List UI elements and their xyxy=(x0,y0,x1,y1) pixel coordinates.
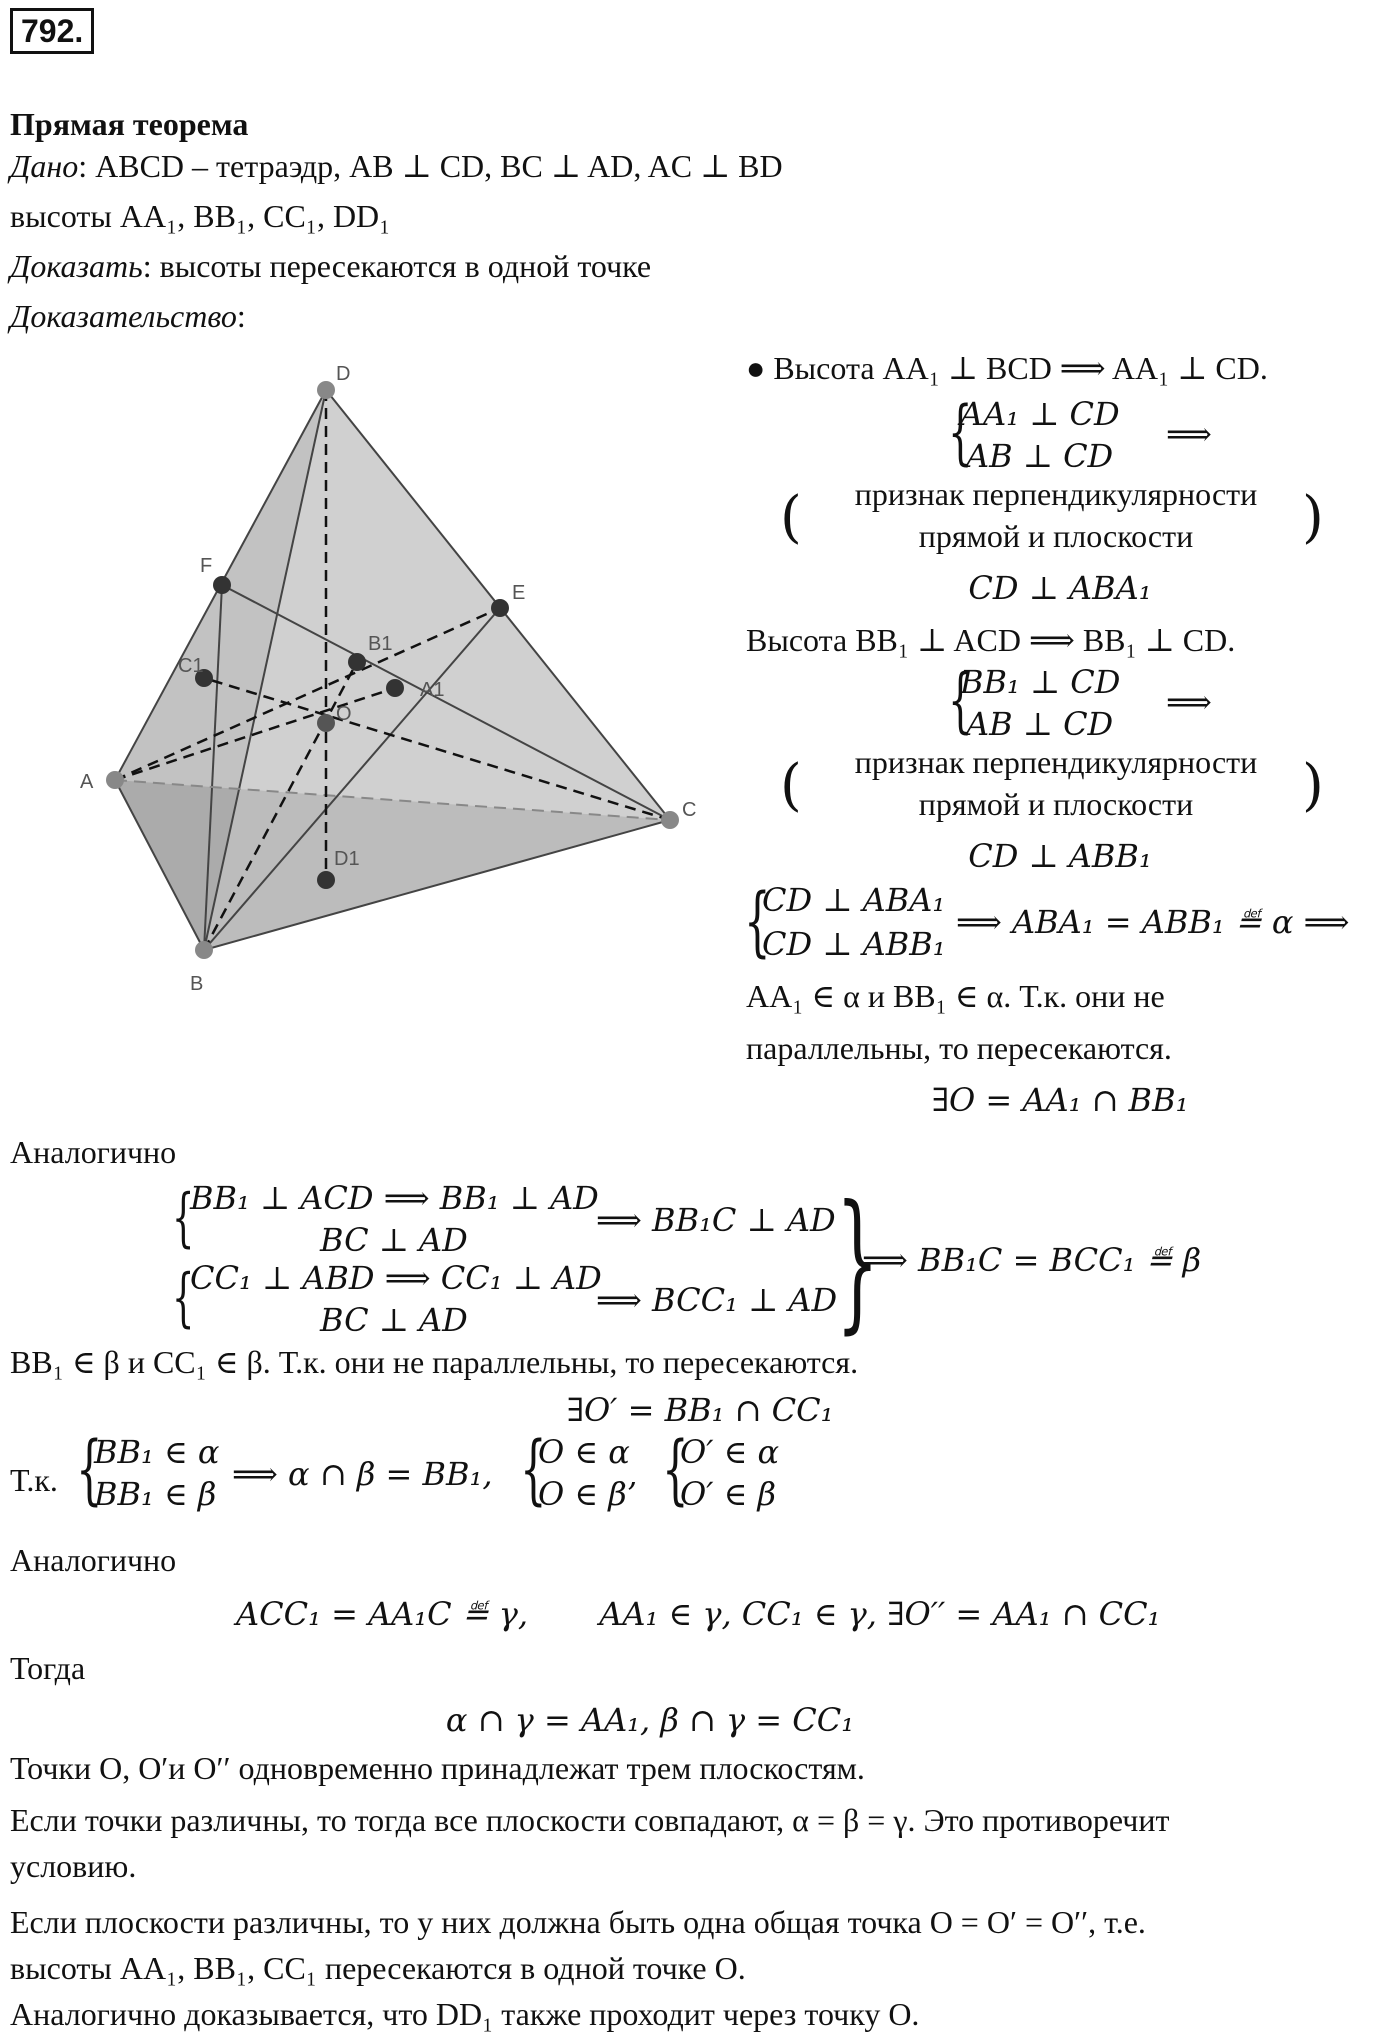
res2: CD ⊥ ABB₁ xyxy=(968,837,1152,875)
points xyxy=(106,381,679,959)
sys2a: BB₁ ⊥ CD xyxy=(960,663,1121,701)
paren-left-2: ( xyxy=(780,753,802,818)
given-line: Дано: ABCD – тетраэдр, AB ⊥ CD, BC ⊥ AD,… xyxy=(10,148,783,184)
prove-text: высоты пересекаются в одной точке xyxy=(159,248,652,284)
heading: Прямая теорема xyxy=(10,106,249,142)
similarly-1: Аналогично xyxy=(10,1134,177,1170)
face-bcd xyxy=(204,390,670,950)
heights-line: высоты AA₁, BB₁, CC₁, DD₁ xyxy=(10,198,391,234)
pr-l2: Высота BB₁ ⊥ ACD ⟹ BB₁ ⊥ CD. xyxy=(746,622,1236,658)
bl-l7: ∃O′ = BB₁ ∩ CC₁ xyxy=(566,1391,834,1429)
paren-right-1: ) xyxy=(1302,485,1324,550)
t1b: BB₁ ∈ β xyxy=(94,1475,217,1513)
label-c: C xyxy=(682,799,696,821)
crit2-a: признак перпендикулярности xyxy=(854,744,1258,780)
t1c: ⟹ α ∩ β = BB₁, xyxy=(232,1455,493,1493)
problem-number: 792. xyxy=(10,8,95,54)
label-a1: A1 xyxy=(420,679,444,701)
sys2b: AB ⊥ CD xyxy=(966,705,1114,743)
similarly-2: Аналогично xyxy=(10,1542,177,1578)
crit2-b: прямой и плоскости xyxy=(918,786,1194,822)
s3: ⟹ BB₁C = BCC₁ ≝ β xyxy=(862,1241,1202,1279)
s2a: CC₁ ⊥ ABD ⟹ CC₁ ⊥ AD xyxy=(190,1259,602,1297)
label-d: D xyxy=(336,363,350,385)
pr-l3: AA₁ ∈ α и BB₁ ∈ α. Т.к. они не xyxy=(746,978,1165,1014)
sys3b: CD ⊥ ABB₁ xyxy=(762,925,946,963)
point-labels: D F E B1 C1 O A1 A C D1 B xyxy=(80,363,696,990)
label-b1: B1 xyxy=(368,633,392,655)
paren-left-1: ( xyxy=(780,485,802,550)
prove-label: Доказать xyxy=(10,248,143,284)
s1a: BB₁ ⊥ ACD ⟹ BB₁ ⊥ AD xyxy=(190,1179,599,1217)
s1c: ⟹ BB₁C ⊥ AD xyxy=(596,1201,836,1239)
res1: CD ⊥ ABA₁ xyxy=(968,569,1152,607)
brace-t2: { xyxy=(520,1424,547,1513)
pr-l1: ● Высота AA₁ ⊥ BCD ⟹ AA₁ ⊥ CD. xyxy=(746,350,1268,386)
label-e: E xyxy=(512,582,525,604)
bl-l13: Если плоскости различны, то у них должна… xyxy=(10,1904,1146,1940)
label-c1: C1 xyxy=(178,655,204,677)
brace-t1: { xyxy=(76,1424,103,1513)
pr-l5: ∃O = AA₁ ∩ BB₁ xyxy=(931,1081,1189,1119)
then-label: Тогда xyxy=(10,1650,86,1686)
sys1a: AA₁ ⊥ CD xyxy=(960,395,1120,433)
bl-l10: Точки O, O′и O′′ одновременно принадлежа… xyxy=(10,1750,865,1786)
t1a: BB₁ ∈ α xyxy=(94,1433,220,1471)
edge-ac-hidden xyxy=(114,779,671,821)
s2b: BC ⊥ AD xyxy=(320,1301,468,1339)
prove-line: Доказать: высоты пересекаются в одной то… xyxy=(10,248,652,284)
heights xyxy=(114,390,671,951)
sys3c: ⟹ ABA₁ = ABB₁ ≝ α ⟹ xyxy=(956,903,1350,941)
given-label: Дано xyxy=(10,148,79,184)
brace-sys1: { xyxy=(948,391,973,473)
pr-l4: параллельны, то пересекаются. xyxy=(746,1030,1172,1066)
s2c: ⟹ BCC₁ ⊥ AD xyxy=(596,1281,838,1319)
brace-sys3: { xyxy=(744,876,771,965)
t2b: O ∈ β’ xyxy=(538,1475,637,1513)
label-o: O xyxy=(336,703,352,725)
sys1b: AB ⊥ CD xyxy=(966,437,1114,475)
bl-l9: α ∩ γ = AA₁, β ∩ γ = CC₁ xyxy=(445,1701,855,1739)
label-b: B xyxy=(190,973,203,990)
sys3a: CD ⊥ ABA₁ xyxy=(762,881,946,919)
proof-label: Доказательство xyxy=(10,298,237,334)
bl-l6: BB₁ ∈ β и CC₁ ∈ β. Т.к. они не параллель… xyxy=(10,1344,859,1380)
paren-right-2: ) xyxy=(1302,753,1324,818)
crit1-a: признак перпендикулярности xyxy=(854,476,1258,512)
label-f: F xyxy=(200,555,212,577)
given-text: ABCD – тетраэдр, AB ⊥ CD, BC ⊥ AD, AC ⊥ … xyxy=(95,148,783,184)
edges xyxy=(114,389,671,951)
brace-s2: { xyxy=(172,1261,195,1335)
crit1-b: прямой и плоскости xyxy=(918,518,1194,554)
label-d1: D1 xyxy=(334,848,360,870)
bl-l12: условию. xyxy=(10,1848,137,1884)
brace-t3: { xyxy=(662,1424,689,1513)
s1b: BC ⊥ AD xyxy=(320,1221,468,1259)
proof-label-line: Доказательство: xyxy=(10,298,246,334)
bl-l15: Аналогично доказывается, что DD₁ также п… xyxy=(10,1996,920,2032)
sys2-arrow: ⟹ xyxy=(1166,683,1212,721)
t2a: O ∈ α xyxy=(538,1433,630,1471)
bl-l8: ACC₁ = AA₁C ≝ γ, AA₁ ∈ γ, CC₁ ∈ γ, ∃O′′ … xyxy=(236,1595,1161,1633)
bl-l14: высоты AA₁, BB₁, CC₁ пересекаются в одно… xyxy=(10,1950,746,1986)
tk-label: Т.к. xyxy=(10,1462,58,1498)
brace-sys2: { xyxy=(948,659,973,741)
sys1-arrow: ⟹ xyxy=(1166,415,1212,453)
brace-s1: { xyxy=(172,1181,195,1255)
tetrahedron-figure: D F E B1 C1 O A1 A C D1 B xyxy=(80,363,696,990)
t3b: O′ ∈ β xyxy=(680,1475,777,1513)
brace-s3: } xyxy=(836,1174,879,1348)
bl-l11: Если точки различны, то тогда все плоско… xyxy=(10,1802,1170,1838)
t3a: O′ ∈ α xyxy=(680,1433,780,1471)
label-a: A xyxy=(80,771,94,793)
